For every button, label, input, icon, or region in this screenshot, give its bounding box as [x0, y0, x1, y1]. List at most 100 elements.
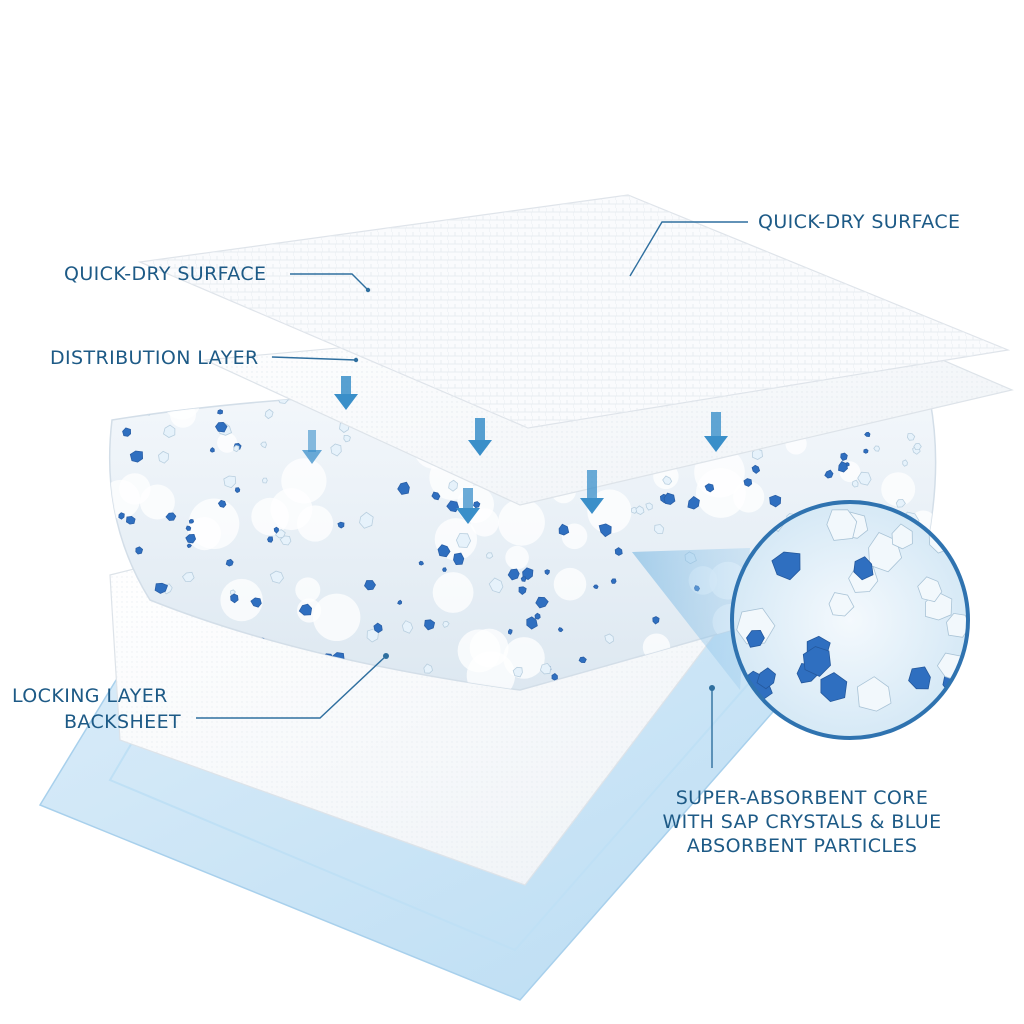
sap-clear-crystal: [851, 479, 859, 488]
sap-clear-crystal: [181, 571, 195, 583]
magnified-clear-crystal: [891, 523, 913, 550]
sap-clear-crystal: [654, 524, 665, 534]
magnified-clear-crystal: [826, 509, 858, 541]
sap-blue-particle: [442, 567, 447, 572]
cotton-fluff: [505, 545, 529, 570]
magnified-blue-particle: [820, 672, 848, 703]
label-quick-dry-surface-left: QUICK-DRY SURFACE: [64, 263, 267, 285]
label-core-description: SUPER-ABSORBENT CORE WITH SAP CRYSTALS &…: [632, 786, 972, 858]
sap-blue-particle: [298, 603, 313, 616]
cotton-fluff: [139, 484, 175, 520]
cotton-fluff: [281, 458, 327, 504]
zoom-callout-circle: [730, 500, 970, 740]
sap-clear-crystal: [604, 633, 614, 645]
sap-clear-crystal: [223, 475, 237, 489]
sap-blue-particle: [863, 448, 869, 454]
down-arrow-icon: [704, 412, 728, 452]
sap-clear-crystal: [279, 535, 292, 546]
down-arrow-icon: [468, 418, 492, 456]
magnified-blue-particle: [771, 551, 801, 581]
sap-blue-particle: [195, 393, 206, 406]
sap-clear-crystal: [401, 620, 414, 634]
sap-blue-particle: [431, 491, 441, 501]
sap-clear-crystal: [488, 577, 504, 594]
magnified-clear-crystal: [736, 607, 776, 645]
sap-blue-particle: [551, 672, 558, 681]
sap-clear-crystal: [261, 477, 268, 484]
sap-clear-crystal: [539, 662, 552, 675]
sap-clear-crystal: [906, 433, 916, 441]
sap-blue-particle: [135, 546, 144, 555]
sap-blue-particle: [751, 464, 761, 474]
sap-blue-particle: [267, 536, 274, 543]
sap-blue-particle: [840, 452, 848, 461]
sap-blue-particle: [598, 523, 612, 538]
sap-blue-particle: [704, 483, 715, 493]
cotton-fluff: [881, 472, 916, 507]
quick-dry-top-sheet: [137, 194, 1011, 429]
sap-blue-particle: [507, 568, 520, 581]
label-core-line-3: ABSORBENT PARTICLES: [686, 835, 918, 857]
down-arrow-icon: [580, 470, 604, 514]
sap-clear-crystal: [486, 552, 494, 559]
sap-blue-particle: [864, 431, 871, 438]
label-locking-layer: LOCKING LAYER: [12, 685, 168, 707]
sap-clear-crystal: [857, 471, 872, 486]
sap-blue-particle: [610, 578, 617, 584]
sap-blue-particle: [652, 616, 660, 625]
cotton-fluff: [696, 468, 746, 518]
cotton-fluff: [187, 517, 221, 551]
sap-blue-particle: [557, 627, 564, 633]
sap-blue-particle: [473, 501, 481, 509]
sap-clear-crystal: [366, 628, 379, 643]
sap-blue-particle: [125, 515, 136, 525]
sap-blue-particle: [118, 512, 125, 520]
sap-blue-particle: [373, 622, 383, 634]
sap-blue-particle: [838, 460, 848, 473]
sap-clear-crystal: [359, 511, 374, 529]
sap-clear-crystal: [645, 502, 653, 511]
sap-blue-particle: [230, 593, 239, 604]
sap-blue-particle: [217, 499, 227, 508]
sap-clear-crystal: [455, 533, 472, 548]
sap-blue-particle: [592, 584, 599, 590]
sap-clear-crystal: [442, 620, 450, 628]
sap-blue-particle: [217, 409, 224, 415]
sap-blue-particle: [614, 547, 623, 556]
cotton-fluff: [313, 593, 361, 641]
down-arrow-icon: [334, 376, 358, 410]
sap-blue-particle: [743, 478, 753, 487]
sap-blue-particle: [446, 500, 460, 513]
cotton-fluff: [295, 577, 321, 603]
sap-blue-particle: [234, 487, 241, 493]
down-arrow-icon: [302, 430, 322, 464]
sap-blue-particle: [225, 558, 234, 567]
down-arrow-icon: [456, 488, 480, 524]
sap-blue-particle: [534, 612, 541, 620]
sap-blue-particle: [250, 597, 262, 608]
magnified-clear-crystal: [856, 676, 892, 712]
magnified-blue-particle: [853, 556, 874, 581]
sap-blue-particle: [824, 469, 834, 479]
leader-locking-backsheet: [196, 655, 387, 719]
sap-clear-crystal: [873, 445, 881, 452]
sap-blue-particle: [544, 569, 550, 576]
label-core-line-2: WITH SAP CRYSTALS & BLUE: [662, 811, 942, 833]
sap-blue-particle: [185, 525, 192, 531]
magnified-blue-particle: [756, 667, 776, 690]
sap-blue-particle: [424, 619, 436, 631]
sap-clear-crystal: [269, 570, 284, 584]
sap-blue-particle: [185, 533, 197, 544]
sap-clear-crystal: [158, 450, 170, 464]
sap-clear-crystal: [895, 498, 906, 508]
sap-clear-crystal: [423, 663, 433, 674]
sap-blue-particle: [535, 596, 549, 609]
sap-blue-particle: [122, 427, 132, 437]
sap-clear-crystal: [264, 408, 274, 420]
cotton-fluff: [217, 432, 238, 453]
cotton-fluff: [498, 498, 545, 546]
sap-clear-crystal: [662, 475, 673, 485]
magnified-clear-crystal: [946, 612, 968, 638]
